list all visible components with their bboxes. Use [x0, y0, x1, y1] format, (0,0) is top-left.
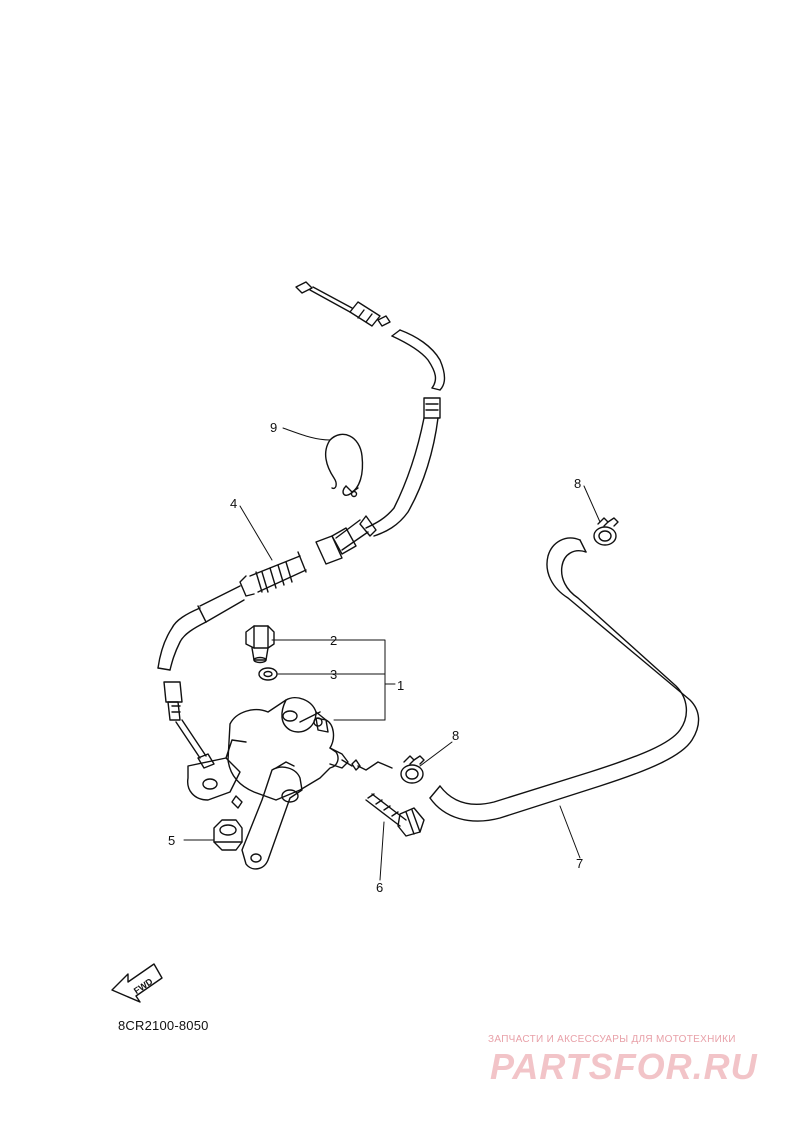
- nut: [213, 819, 243, 851]
- fwd-arrow-icon: [111, 963, 163, 1003]
- part-label-3: 3: [330, 667, 337, 682]
- watermark-subtitle: ЗАПЧАСТИ И АКСЕССУАРЫ ДЛЯ МОТОТЕХНИКИ: [488, 1034, 736, 1045]
- part-label-7: 7: [576, 856, 583, 871]
- watermark-brand: PARTSFOR.RU: [490, 1046, 758, 1087]
- bolt: [365, 793, 425, 837]
- part-label-4: 4: [230, 496, 237, 511]
- bolt-union: [245, 625, 275, 664]
- part-label-9: 9: [270, 420, 277, 435]
- hose-clip-upper: [593, 517, 619, 546]
- fwd-label: FWD: [132, 976, 155, 996]
- part-label-8-lower: 8: [452, 728, 459, 743]
- pump-cable: [157, 281, 446, 769]
- leader-lines: [183, 427, 601, 881]
- cable-clamp: [324, 433, 364, 498]
- part-label-8-upper: 8: [574, 476, 581, 491]
- gasket: [258, 667, 278, 681]
- part-label-1: 1: [397, 678, 404, 693]
- part-label-6: 6: [376, 880, 383, 895]
- oil-pump-assembly: [187, 696, 393, 870]
- part-label-5: 5: [168, 833, 175, 848]
- oil-hose: [429, 537, 700, 822]
- drawing-code: 8CR2100-8050: [118, 1018, 209, 1033]
- part-label-2: 2: [330, 633, 337, 648]
- hose-clip-lower: [400, 755, 425, 784]
